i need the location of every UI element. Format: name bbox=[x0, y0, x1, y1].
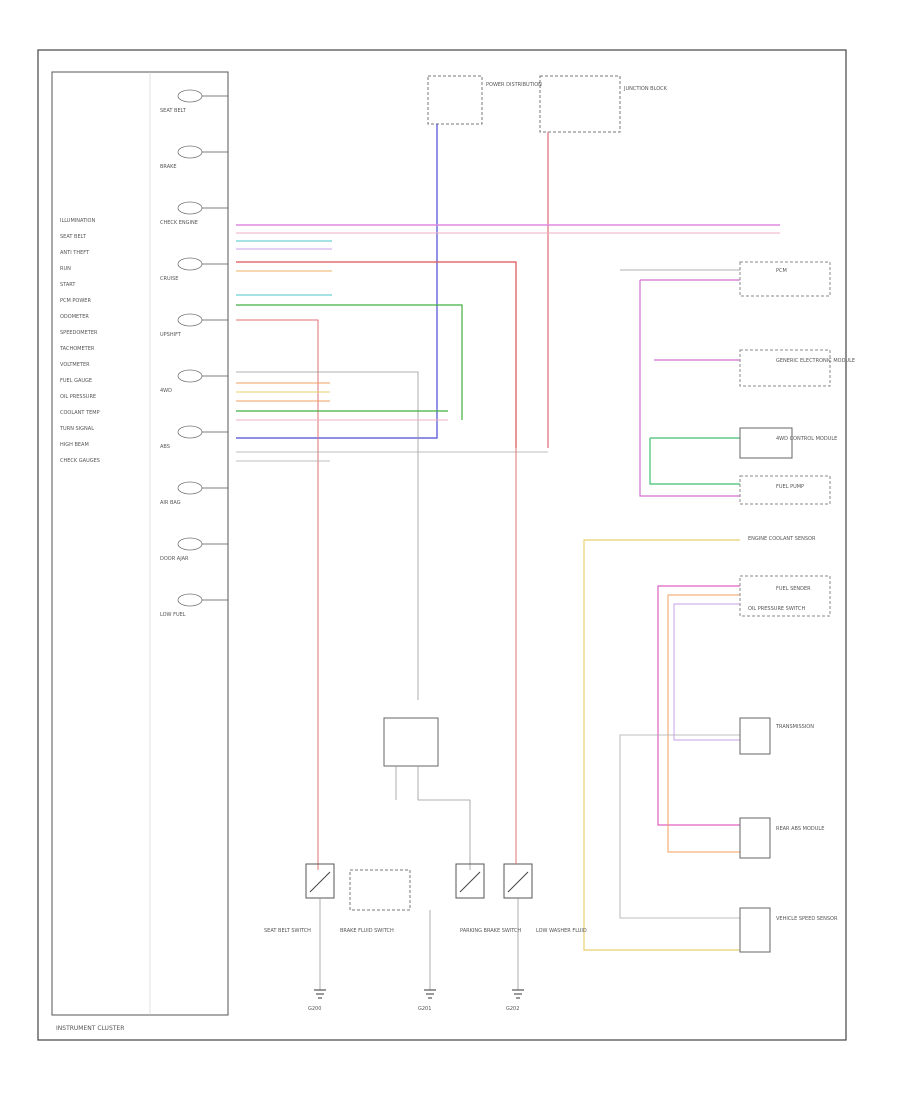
cluster-label-15: CHECK GAUGES bbox=[60, 458, 100, 464]
wire-red-long bbox=[236, 319, 319, 870]
right-component-boxes bbox=[739, 261, 831, 953]
wire-magenta-right bbox=[639, 279, 740, 497]
indicator-bulb-icon bbox=[177, 145, 203, 159]
bottom-switches bbox=[305, 863, 533, 911]
bottom-label-0: SEAT BELT SWITCH bbox=[264, 928, 311, 934]
wire-violet-right bbox=[673, 603, 740, 741]
right-label-9: OIL PRESSURE SWITCH bbox=[748, 606, 806, 612]
indicator-bulb-icon bbox=[177, 593, 203, 607]
right-label-1: GENERIC ELECTRONIC MODULE bbox=[776, 358, 855, 364]
wire-blue bbox=[236, 124, 438, 439]
right-label-2: 4WD CONTROL MODULE bbox=[776, 436, 837, 442]
bottom-label-3: LOW WASHER FLUID bbox=[536, 928, 587, 934]
indicator-bulb-icon bbox=[177, 425, 203, 439]
wire-yellow-right bbox=[583, 539, 740, 951]
indicator-label-6: ABS bbox=[160, 444, 170, 450]
ground-symbols bbox=[314, 989, 524, 999]
wire-red-1 bbox=[236, 261, 517, 448]
right-label-7: VEHICLE SPEED SENSOR bbox=[776, 916, 838, 922]
wire-orange-right bbox=[667, 594, 740, 853]
bottom-label-1: BRAKE FLUID SWITCH bbox=[340, 928, 394, 934]
wire-gray-1 bbox=[236, 371, 419, 700]
bottom-label-2: PARKING BRAKE SWITCH bbox=[460, 928, 522, 934]
right-label-4: FUEL SENDER bbox=[776, 586, 811, 592]
cluster-label-14: HIGH BEAM bbox=[60, 442, 89, 448]
right-label-8: ENGINE COOLANT SENSOR bbox=[748, 536, 816, 542]
cluster-circuit-labels: ILLUMINATION SEAT BELT ANTI THEFT RUN START P… bbox=[59, 218, 100, 464]
cluster-label-6: ODOMETER bbox=[60, 314, 89, 320]
right-label-3: FUEL PUMP bbox=[776, 484, 804, 490]
indicator-label-2: CHECK ENGINE bbox=[160, 220, 198, 226]
right-label-6: REAR ABS MODULE bbox=[776, 826, 824, 832]
indicator-bulb-icon bbox=[177, 481, 203, 495]
wire-center-module bbox=[395, 766, 471, 870]
cluster-label-9: VOLTMETER bbox=[60, 362, 90, 368]
diagram-footer: INSTRUMENT CLUSTER bbox=[56, 1025, 124, 1032]
power-distribution-label: POWER DISTRIBUTION bbox=[486, 82, 542, 88]
indicator-bulb-icon bbox=[177, 537, 203, 551]
cluster-label-3: RUN bbox=[60, 266, 71, 272]
indicator-label-3: CRUISE bbox=[160, 276, 178, 282]
indicator-bulb-icon bbox=[177, 89, 203, 103]
cluster-label-13: TURN SIGNAL bbox=[59, 426, 94, 432]
cluster-label-2: ANTI THEFT bbox=[60, 250, 90, 256]
cluster-label-10: FUEL GAUGE bbox=[60, 378, 92, 384]
cluster-label-4: START bbox=[60, 282, 76, 288]
indicator-bulb-icon bbox=[177, 201, 203, 215]
indicator-label-9: LOW FUEL bbox=[160, 612, 186, 618]
wire-gray-drops bbox=[319, 898, 519, 990]
indicator-bulb-icon bbox=[177, 257, 203, 271]
diagram-frame bbox=[37, 49, 847, 1041]
wire-magenta-3 bbox=[657, 585, 740, 826]
ground-label-0: G200 bbox=[308, 1006, 321, 1012]
junction-block-box: JUNCTION BLOCK bbox=[539, 75, 668, 133]
right-label-5: TRANSMISSION bbox=[775, 724, 814, 730]
right-component-labels: PCM GENERIC ELECTRONIC MODULE 4WD CONTROL … bbox=[748, 268, 855, 922]
cluster-label-1: SEAT BELT bbox=[60, 234, 87, 240]
cluster-indicator-bulbs: SEAT BELT BRAKE CHECK ENGINE CRUISE UPSHIFT 4… bbox=[160, 89, 228, 618]
ground-label-2: G202 bbox=[506, 1006, 519, 1012]
indicator-label-1: BRAKE bbox=[160, 164, 177, 170]
cluster-label-11: OIL PRESSURE bbox=[60, 394, 96, 400]
wire-green-right bbox=[649, 437, 740, 485]
right-label-0: PCM bbox=[776, 268, 787, 274]
bottom-component-labels: SEAT BELT SWITCH BRAKE FLUID SWITCH PARKIN… bbox=[264, 928, 587, 934]
ground-labels: G200 G201 G202 bbox=[308, 1006, 519, 1012]
indicator-label-0: SEAT BELT bbox=[160, 108, 187, 114]
indicator-bulb-icon bbox=[177, 313, 203, 327]
wire-green-1 bbox=[236, 304, 463, 420]
indicator-label-7: AIR BAG bbox=[160, 500, 181, 506]
indicator-label-5: 4WD bbox=[160, 388, 172, 394]
indicator-label-8: DOOR AJAR bbox=[160, 556, 189, 562]
wire-gray-right-2 bbox=[619, 734, 740, 919]
cluster-label-8: TACHOMETER bbox=[59, 346, 95, 352]
ground-label-1: G201 bbox=[418, 1006, 431, 1012]
power-distribution-box: POWER DISTRIBUTION bbox=[427, 75, 542, 125]
cluster-label-5: PCM POWER bbox=[60, 298, 91, 304]
cluster-label-0: ILLUMINATION bbox=[60, 218, 95, 224]
cluster-label-12: COOLANT TEMP bbox=[60, 410, 100, 416]
instrument-cluster-box bbox=[51, 71, 229, 1016]
indicator-label-4: UPSHIFT bbox=[160, 332, 182, 338]
indicator-bulb-icon bbox=[177, 369, 203, 383]
center-module-box bbox=[383, 717, 439, 767]
junction-block-label: JUNCTION BLOCK bbox=[623, 86, 668, 92]
cluster-label-7: SPEEDOMETER bbox=[60, 330, 98, 336]
